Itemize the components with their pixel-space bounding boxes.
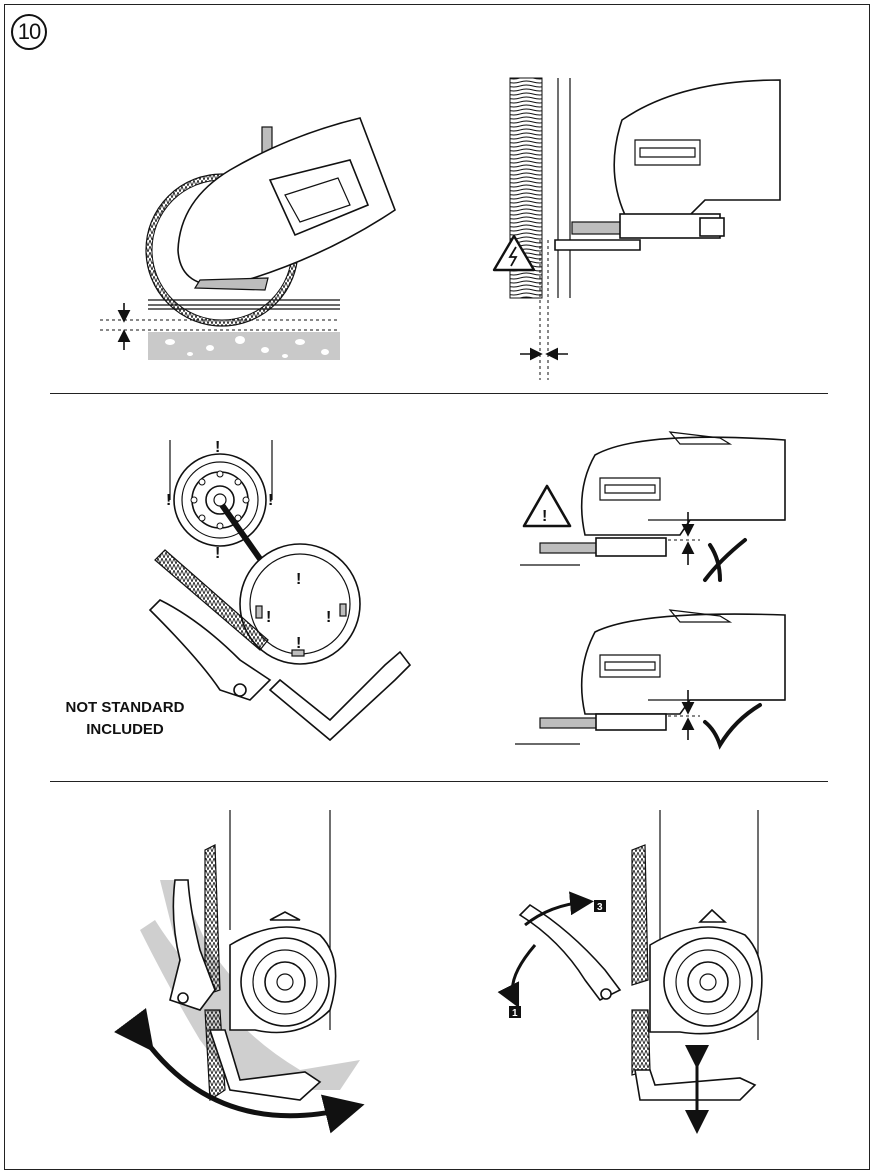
- tool-clamp-closeup: ! ! ! !: [166, 439, 273, 562]
- clamp-mark: !: [268, 492, 273, 509]
- note-line-2: INCLUDED: [86, 721, 164, 738]
- panel-flush-cut-floor: [100, 117, 396, 360]
- electric-warning-icon: [492, 234, 536, 272]
- panel-clamp-adjustment: ! ! ! ! ! ! ! !: [148, 439, 412, 742]
- note-line-1: NOT STANDARD: [65, 699, 185, 716]
- panel-correct-depth: [515, 609, 786, 750]
- clamp-mark: !: [166, 492, 171, 509]
- clamp-mark: !: [326, 609, 331, 626]
- warning-triangle-icon: !: [522, 484, 572, 528]
- section-divider-2: [50, 781, 828, 782]
- clamp-mark: !: [296, 635, 301, 652]
- swing-arrow: [113, 1007, 365, 1134]
- panel-wrong-depth: !: [520, 431, 786, 582]
- step-number: 10: [17, 19, 42, 44]
- clamp-mark: !: [215, 545, 220, 562]
- figure-frame: [4, 4, 870, 1170]
- step-label-1: 1: [509, 1006, 521, 1019]
- tool-clamp: [649, 908, 763, 1035]
- tool-clamp: [229, 911, 337, 1034]
- not-included-note: NOT STANDARD INCLUDED: [40, 697, 210, 741]
- panel-lever-swing: [113, 810, 365, 1134]
- svg-text:3: 3: [597, 902, 603, 913]
- panel-lever-release: 1 3: [497, 810, 763, 1134]
- step-number-badge: 10: [11, 14, 47, 50]
- cross-mark-icon: [703, 538, 747, 582]
- svg-text:1: 1: [512, 1008, 518, 1019]
- clamp-mark: !: [215, 439, 220, 456]
- clamp-mark: !: [266, 609, 271, 626]
- check-mark-icon: [703, 703, 762, 750]
- tool-body: [613, 79, 781, 216]
- adjustment-wrench: ! ! ! !: [148, 543, 412, 742]
- section-divider-1: [50, 393, 828, 394]
- panel-flush-cut-wall: [492, 77, 781, 380]
- svg-text:!: !: [542, 508, 547, 525]
- clamp-mark: !: [296, 571, 301, 588]
- step-label-3: 3: [594, 900, 606, 913]
- floor-surface: [148, 332, 340, 360]
